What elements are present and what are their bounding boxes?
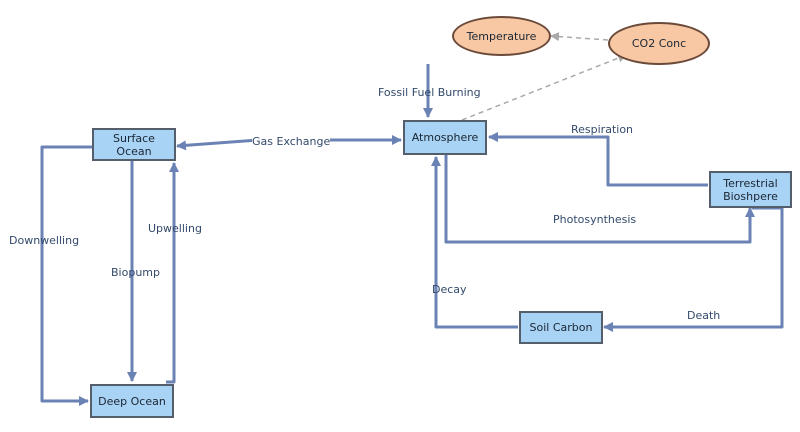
upwelling-label: Upwelling [148, 222, 202, 235]
soil-carbon-stock[interactable]: Soil Carbon [519, 311, 603, 344]
atmosphere-stock[interactable]: Atmosphere [403, 120, 487, 155]
gas-exchange-label: Gas Exchange [252, 135, 331, 148]
respiration-flow [488, 132, 708, 187]
deep-ocean-stock[interactable]: Deep Ocean [90, 384, 174, 418]
photosynthesis-label: Photosynthesis [553, 213, 637, 226]
decay-label: Decay [432, 283, 467, 296]
death-label: Death [687, 309, 721, 322]
gas-exchange-flow-to-ocean [176, 138, 259, 151]
atmosphere-to-co2-link [461, 53, 627, 121]
downwelling-flow [40, 145, 92, 406]
co2-conc-variable[interactable]: CO2 Conc [608, 22, 710, 65]
respiration-label: Respiration [571, 123, 634, 136]
decay-flow [431, 156, 518, 329]
photosynthesis-flow [444, 155, 755, 244]
fossil-fuel-burning-label: Fossil Fuel Burning [378, 86, 481, 99]
temperature-variable[interactable]: Temperature [452, 16, 551, 56]
co2-to-temperature-link [550, 32, 609, 42]
death-flow [603, 206, 784, 332]
terrestrial-biosphere-stock[interactable]: Terrestrial Bioshpere [709, 171, 792, 208]
upwelling-flow [166, 162, 179, 384]
downwelling-label: Downwelling [9, 234, 80, 247]
surface-ocean-stock[interactable]: Surface Ocean [92, 128, 176, 161]
biopump-label: Biopump [111, 266, 160, 279]
